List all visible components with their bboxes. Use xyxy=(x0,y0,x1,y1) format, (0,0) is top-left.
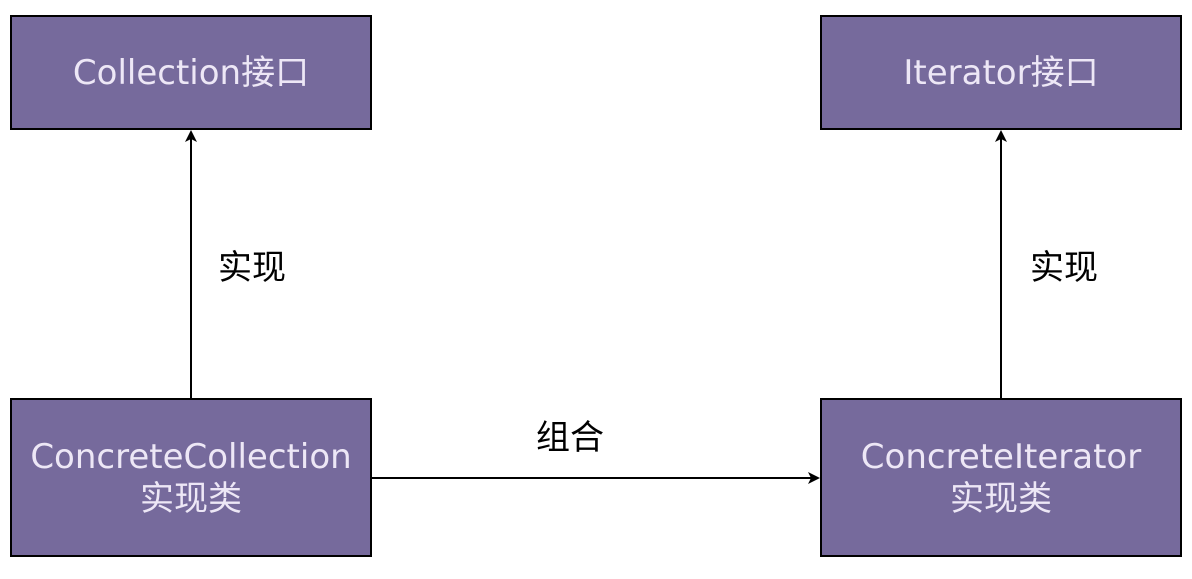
impl-right-label: 实现 xyxy=(1030,248,1098,288)
concrete-collection-node[interactable]: ConcreteCollection 实现类 xyxy=(10,398,372,557)
concrete-iterator-label-line2: 实现类 xyxy=(950,478,1052,519)
concrete-iterator-node[interactable]: ConcreteIterator 实现类 xyxy=(820,398,1182,557)
iterator-interface-node[interactable]: Iterator接口 xyxy=(820,15,1182,130)
collection-interface-label: Collection接口 xyxy=(72,52,310,93)
concrete-collection-label-line1: ConcreteCollection xyxy=(30,436,352,477)
concrete-collection-label-line2: 实现类 xyxy=(140,478,242,519)
concrete-iterator-label-line1: ConcreteIterator xyxy=(860,436,1142,477)
collection-interface-node[interactable]: Collection接口 xyxy=(10,15,372,130)
iterator-interface-label: Iterator接口 xyxy=(903,52,1099,93)
impl-left-label: 实现 xyxy=(218,248,286,288)
compose-label: 组合 xyxy=(536,418,604,458)
